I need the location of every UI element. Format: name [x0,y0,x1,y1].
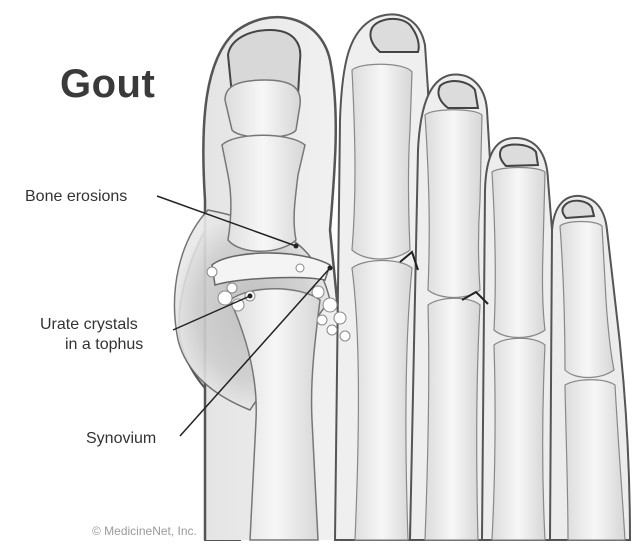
fourth-toe-metatarsal [492,338,545,540]
fifth-toenail [562,201,594,218]
copyright-notice: © MedicineNet, Inc. [92,524,197,538]
label-bone-erosions: Bone erosions [25,187,127,207]
label-synovium: Synovium [86,429,156,449]
leader-urate-crystals-dot [248,294,253,299]
third-toe-metatarsal [425,298,480,540]
leader-bone-erosions-dot [294,244,299,249]
fourth-toenail [500,145,538,166]
diagram-title: Gout [60,62,155,107]
big-toe-distal-phalanx [225,80,300,138]
label-urate-crystals-line1: Urate crystals [40,315,138,335]
leader-synovium-dot [328,266,333,271]
second-toe-metatarsal [352,261,412,541]
label-urate-crystals-line2: in a tophus [65,335,143,355]
fourth-toe-phalanges [492,168,545,338]
fifth-toe-metatarsal [565,380,625,540]
third-toe-phalanges [425,110,482,298]
second-toe-phalanges [352,64,412,259]
